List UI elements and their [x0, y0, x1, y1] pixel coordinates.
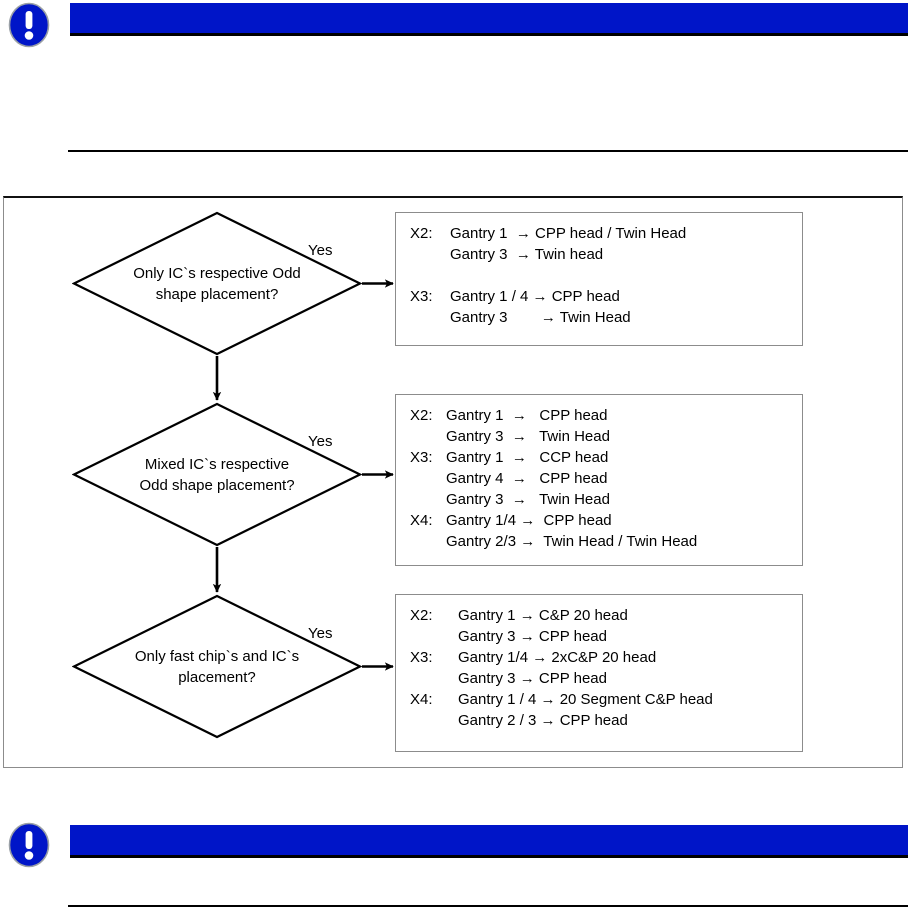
- decision-node-1-label: Only IC`s respective Odd shape placement…: [114, 211, 320, 356]
- result-body: Gantry 1 → CPP head / Twin Head: [450, 225, 687, 242]
- result-row: Gantry 3 → Twin Head: [396, 307, 802, 328]
- result-body: Gantry 2 / 3 → CPP head: [458, 712, 628, 729]
- decision-node-2-line1: Mixed IC`s respective: [144, 455, 290, 473]
- result-tag: X4:: [410, 512, 433, 529]
- result-row: Gantry 4 → CPP head: [396, 468, 802, 489]
- decision-node-1: Only IC`s respective Odd shape placement…: [72, 211, 362, 356]
- exclamation-notice-icon: [8, 2, 50, 48]
- notice-banner-top: [70, 3, 908, 36]
- result-body: Gantry 3 → Twin Head: [446, 491, 610, 508]
- decision-node-3-label: Only fast chip`s and IC`s placement?: [114, 594, 320, 739]
- result-box-2: X2: Gantry 1 → CPP head Gantry 3 → Twin …: [395, 394, 803, 566]
- result-row: Gantry 3 → Twin Head: [396, 489, 802, 510]
- notice-block-top: [0, 0, 908, 170]
- result-row-spacer: [396, 265, 802, 286]
- decision-node-1-line1: Only IC`s respective Odd: [133, 264, 301, 282]
- result-body: Gantry 1/4 → 2xC&P 20 head: [458, 649, 657, 666]
- result-tag: X3:: [410, 288, 433, 305]
- decision-node-1-line2: shape placement?: [155, 285, 279, 303]
- result-body: Gantry 1 → CPP head: [446, 407, 608, 424]
- result-tag: X3:: [410, 649, 433, 666]
- result-row: X3: Gantry 1 / 4 → CPP head: [396, 286, 802, 307]
- result-tag: X4:: [410, 691, 433, 708]
- decision-node-2-label: Mixed IC`s respective Odd shape placemen…: [114, 402, 320, 547]
- result-row: Gantry 3 → Twin head: [396, 244, 802, 265]
- result-body: Gantry 1/4 → CPP head: [446, 512, 612, 529]
- decision-node-3: Only fast chip`s and IC`s placement?: [72, 594, 362, 739]
- result-body: Gantry 2/3 → Twin Head / Twin Head: [446, 533, 698, 550]
- result-row: X3: Gantry 1/4 → 2xC&P 20 head: [396, 647, 802, 668]
- decision-node-2-line2: Odd shape placement?: [139, 476, 295, 494]
- result-body: Gantry 4 → CPP head: [446, 470, 608, 487]
- flowchart-connectors: [212, 279, 394, 671]
- branch-label-yes-2: Yes: [308, 433, 333, 450]
- result-tag: X2:: [410, 607, 433, 624]
- notice-divider-bottom: [68, 905, 908, 907]
- notice-banner-bottom: [70, 825, 908, 858]
- result-row: Gantry 3 → CPP head: [396, 668, 802, 689]
- result-row: Gantry 3 → Twin Head: [396, 426, 802, 447]
- result-row: Gantry 2/3 → Twin Head / Twin Head: [396, 531, 802, 552]
- result-row: X2: Gantry 1 → C&P 20 head: [396, 605, 802, 626]
- result-body: Gantry 1 → C&P 20 head: [458, 607, 628, 624]
- result-body: Gantry 1 → CCP head: [446, 449, 609, 466]
- notice-divider-top: [68, 150, 908, 152]
- decision-node-2: Mixed IC`s respective Odd shape placemen…: [72, 402, 362, 547]
- result-body: Gantry 3 → Twin head: [450, 246, 604, 263]
- result-row: X2: Gantry 1 → CPP head: [396, 405, 802, 426]
- result-row: X2: Gantry 1 → CPP head / Twin Head: [396, 223, 802, 244]
- decision-node-3-line1: Only fast chip`s and IC`s: [134, 647, 300, 665]
- result-body: Gantry 1 / 4 → CPP head: [450, 288, 620, 305]
- result-body: Gantry 1 / 4 → 20 Segment C&P head: [458, 691, 713, 708]
- exclamation-notice-icon: [8, 822, 50, 868]
- notice-block-bottom: [0, 805, 908, 913]
- result-tag: X2:: [410, 407, 433, 424]
- result-body: Gantry 3 → Twin Head: [450, 309, 631, 326]
- branch-label-yes-3: Yes: [308, 625, 333, 642]
- flowchart-frame: Only IC`s respective Odd shape placement…: [3, 196, 903, 768]
- result-row: Gantry 2 / 3 → CPP head: [396, 710, 802, 731]
- result-tag: X2:: [410, 225, 433, 242]
- branch-label-yes-1: Yes: [308, 242, 333, 259]
- decision-node-3-line2: placement?: [178, 668, 256, 686]
- result-body: Gantry 3 → CPP head: [458, 670, 607, 687]
- result-body: Gantry 3 → Twin Head: [446, 428, 610, 445]
- result-box-1: X2: Gantry 1 → CPP head / Twin Head Gant…: [395, 212, 803, 346]
- result-row: X4: Gantry 1/4 → CPP head: [396, 510, 802, 531]
- result-row: X3: Gantry 1 → CCP head: [396, 447, 802, 468]
- result-tag: X3:: [410, 449, 433, 466]
- result-box-3: X2: Gantry 1 → C&P 20 head Gantry 3 → CP…: [395, 594, 803, 752]
- result-body: Gantry 3 → CPP head: [458, 628, 607, 645]
- result-row: X4: Gantry 1 / 4 → 20 Segment C&P head: [396, 689, 802, 710]
- result-row: Gantry 3 → CPP head: [396, 626, 802, 647]
